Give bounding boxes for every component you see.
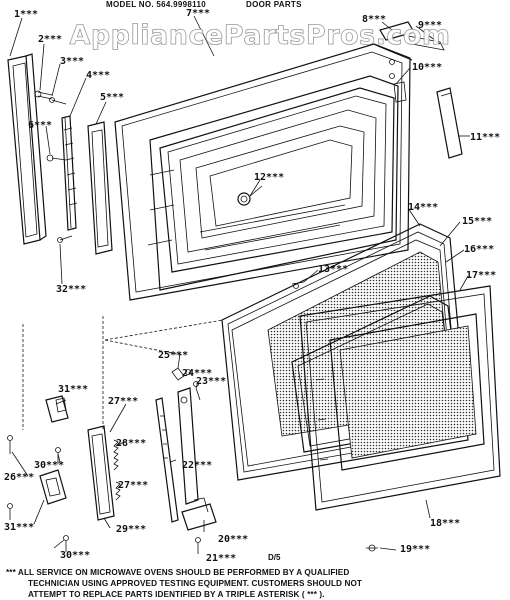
latch-rod: [155, 397, 179, 523]
callout-27-lower: 27***: [118, 480, 148, 491]
callout-11: 11***: [470, 132, 500, 143]
screw-19: [366, 544, 378, 552]
door-handle: [7, 53, 47, 245]
callout-28: 28***: [116, 438, 146, 449]
callout-1: 1***: [14, 9, 38, 20]
hinge-gasket: [61, 115, 78, 231]
callout-7: 7***: [186, 8, 210, 19]
callout-30-lower: 30***: [60, 550, 90, 561]
latch-lever-31-lower: [39, 469, 67, 505]
callout-14: 14***: [408, 202, 438, 213]
callout-6: 6***: [28, 120, 52, 131]
callout-9: 9***: [418, 20, 442, 31]
callout-3: 3***: [60, 56, 84, 67]
callout-24: 24***: [182, 368, 212, 379]
callout-18: 18***: [430, 518, 460, 529]
notice-line-2: TECHNICIAN USING APPROVED TESTING EQUIPM…: [28, 579, 363, 588]
handle-bracket: [87, 121, 113, 255]
section-title: DOOR PARTS: [246, 0, 302, 9]
callout-22: 22***: [182, 460, 212, 471]
callout-30-upper: 30***: [34, 460, 64, 471]
callout-31-lower: 31***: [4, 522, 34, 533]
callout-16: 16***: [464, 244, 494, 255]
callout-15: 15***: [462, 216, 492, 227]
screw-21: [195, 537, 201, 554]
choke-frame: [149, 75, 399, 291]
notice-line-1: *** ALL SERVICE ON MICROWAVE OVENS SHOUL…: [6, 568, 350, 577]
top-hinge-clip: [379, 21, 445, 103]
notice-line-3: ATTEMPT TO REPLACE PARTS IDENTIFIED BY A…: [28, 590, 325, 599]
callout-29: 29***: [116, 524, 146, 535]
callout-26: 26***: [4, 472, 34, 483]
callout-32: 32***: [56, 284, 86, 295]
callout-25: 25***: [158, 350, 188, 361]
handle-screws: [34, 90, 67, 162]
callout-17: 17***: [466, 270, 496, 281]
door-choke-cover: [299, 285, 501, 511]
callout-leaders: [9, 15, 470, 551]
callout-31-upper: 31***: [58, 384, 88, 395]
callout-2: 2***: [38, 34, 62, 45]
callout-10: 10***: [412, 62, 442, 73]
outer-door-frame: [114, 43, 413, 301]
callout-27-upper: 27***: [108, 396, 138, 407]
latch-lever-31-upper: [45, 395, 69, 423]
watermark: AppliancePartsPros.com: [69, 20, 451, 52]
callout-23: 23***: [196, 376, 226, 387]
callout-labels: 1*** 2*** 3*** 4*** 5*** 6*** 7*** 8*** …: [4, 8, 500, 564]
latch-hook: [177, 387, 199, 505]
screws-26: [7, 435, 13, 520]
callout-20: 20***: [218, 534, 248, 545]
callout-12: 12***: [254, 172, 284, 183]
callout-21: 21***: [206, 553, 236, 564]
callout-19: 19***: [400, 544, 430, 555]
choke-strip: [436, 87, 463, 159]
model-number: MODEL NO. 564.9998110: [106, 0, 206, 9]
screw-32: [57, 235, 73, 243]
latch-bracket-20: [181, 497, 217, 531]
latch-spring: [113, 439, 121, 501]
callout-4: 4***: [86, 70, 110, 81]
leader-lines: [22, 316, 224, 430]
screw-23-24: [171, 367, 201, 401]
screws-30: [55, 447, 69, 552]
callout-8: 8***: [362, 14, 386, 25]
latch-board: [87, 425, 115, 521]
service-notice: *** ALL SERVICE ON MICROWAVE OVENS SHOUL…: [6, 567, 506, 600]
latch-cup: [237, 185, 263, 206]
callout-13: 13***: [318, 264, 348, 275]
callout-5: 5***: [100, 92, 124, 103]
revision-code: D/5: [268, 553, 281, 562]
